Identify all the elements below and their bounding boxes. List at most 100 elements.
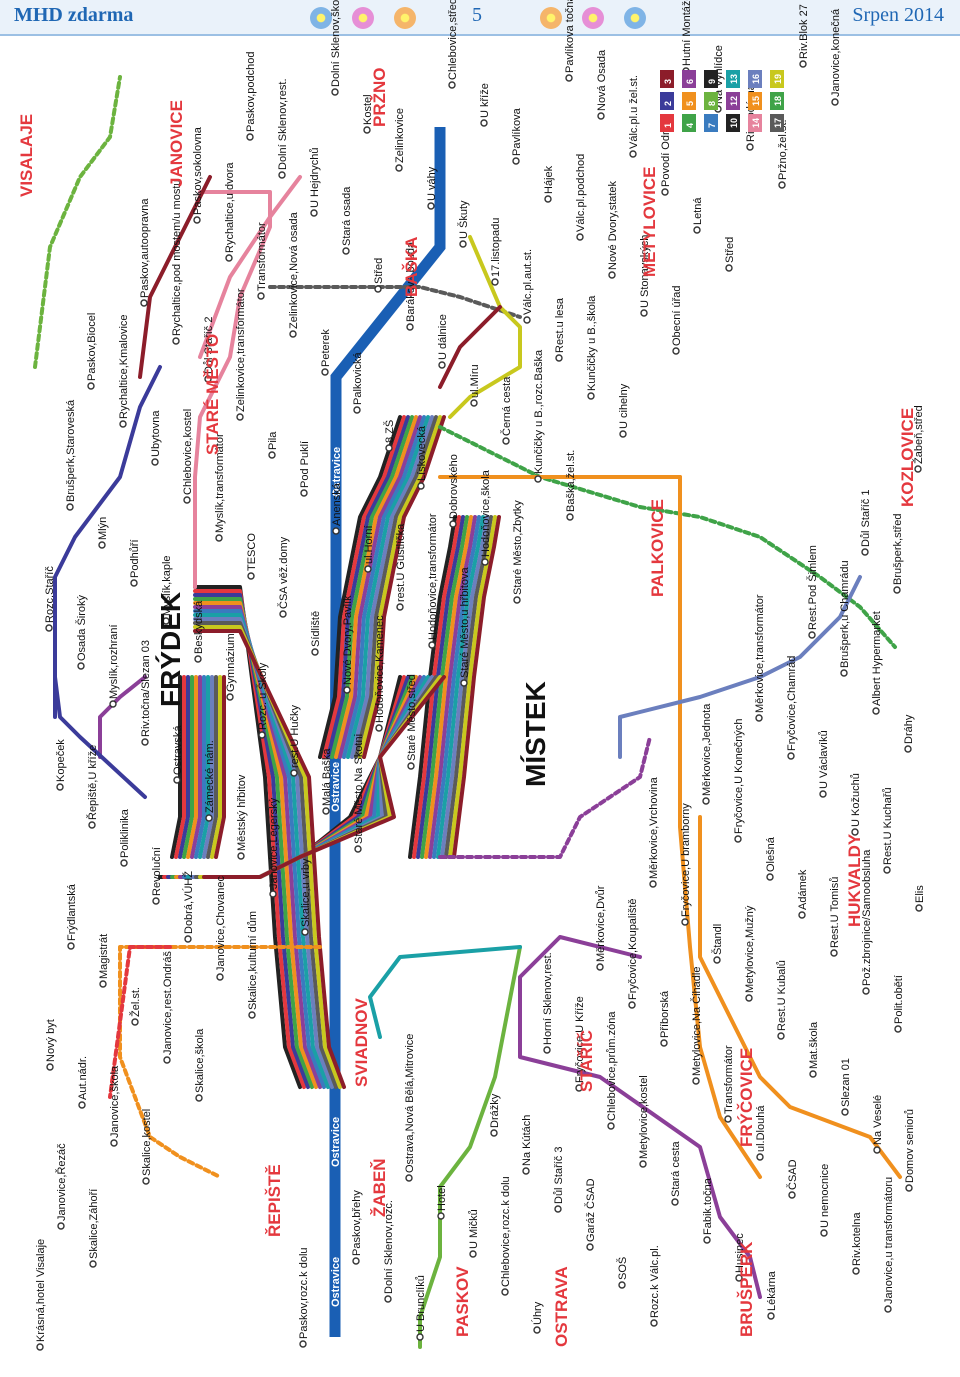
stop-label: Dolní Sklenov,rozc. xyxy=(383,1200,395,1294)
stop-marker xyxy=(608,271,616,279)
stop-marker xyxy=(884,1305,892,1313)
route-line xyxy=(193,190,272,589)
stop-label: Žabeň,střed xyxy=(912,405,925,464)
stop-marker xyxy=(501,1288,509,1296)
stop-label: Slezan 01 xyxy=(840,1058,852,1107)
stop-marker xyxy=(565,74,573,82)
stop-label: U Škuty xyxy=(457,200,470,239)
stop-label: U Stonavských xyxy=(639,235,651,308)
bus-network-map: Ostravice Ostravice Ostravice Ostravice … xyxy=(17,0,926,1351)
stop-marker xyxy=(914,465,922,473)
stop-marker xyxy=(852,1267,860,1275)
route-badge-number: 8 xyxy=(707,101,717,106)
river-label: Ostravice xyxy=(330,1117,342,1167)
stop-marker xyxy=(131,1018,139,1026)
stop-label: Válc.pl.podchod xyxy=(575,154,587,232)
stop-marker xyxy=(428,641,436,649)
stop-marker xyxy=(534,475,542,483)
stop-marker xyxy=(543,1046,551,1054)
stop-label: Fryčovice,Chamrád xyxy=(786,656,798,751)
area-label: BAŠKA xyxy=(402,237,421,297)
stop-label: Myslík,kaple xyxy=(161,555,173,616)
route-badge-number: 14 xyxy=(751,118,761,128)
stop-marker xyxy=(724,1115,732,1123)
route-line xyxy=(436,515,485,859)
route-badge xyxy=(770,70,784,88)
route-line xyxy=(326,415,410,759)
header-date: Srpen 2014 xyxy=(852,4,944,26)
route-line xyxy=(53,675,147,799)
stop-label: Černá cesta xyxy=(500,376,513,436)
stop-marker xyxy=(110,1139,118,1147)
stop-marker xyxy=(767,1312,775,1320)
stop-label: Nové Dvory,Pavlík xyxy=(342,595,354,685)
area-label: VISALAJE xyxy=(17,114,36,197)
stop-marker xyxy=(756,1153,764,1161)
stop-marker xyxy=(89,1260,97,1268)
stop-label: Skalice,kostel xyxy=(141,1109,153,1176)
stop-label: Válc.pl.aut.st. xyxy=(522,249,534,315)
stop-label: Metylovice,kostel xyxy=(638,1075,650,1159)
stop-marker xyxy=(819,790,827,798)
stop-marker xyxy=(36,1343,44,1351)
stop-label: Ostravská xyxy=(172,725,184,775)
stop-label: Na Kútách xyxy=(521,1115,533,1166)
route-badge-number: 1 xyxy=(663,123,673,128)
stop-label: ČSA věž.domy xyxy=(277,536,290,609)
route-line xyxy=(318,415,402,759)
stop-label: Elis xyxy=(914,885,926,903)
stop-marker xyxy=(671,1198,679,1206)
route-line xyxy=(438,305,502,389)
route-line xyxy=(53,365,162,719)
stop-marker xyxy=(840,669,848,677)
stop-marker xyxy=(427,202,435,210)
route-badge xyxy=(770,92,784,110)
stop-label: Osada Široký xyxy=(75,594,88,661)
stop-marker xyxy=(152,897,160,905)
stop-label: U Brunclíků xyxy=(415,1275,427,1332)
route-badge-number: 13 xyxy=(729,74,739,84)
stop-marker xyxy=(650,1319,658,1327)
stop-marker xyxy=(247,572,255,580)
route-badge-number: 16 xyxy=(751,74,761,84)
stop-marker xyxy=(437,1212,445,1220)
stop-label: Poliklinika xyxy=(119,808,131,858)
stop-marker xyxy=(618,1281,626,1289)
stop-marker xyxy=(692,1077,700,1085)
stop-marker xyxy=(353,406,361,414)
route-badge xyxy=(704,92,718,110)
route-badge xyxy=(660,70,674,88)
stop-label: Horní Sklenov,rest. xyxy=(542,952,554,1045)
stop-label: Dolní Sklenov,rest. xyxy=(277,78,289,170)
stop-label: Husinec xyxy=(734,1233,746,1273)
stop-label: Chlebovice,kostel xyxy=(182,409,194,495)
route-line xyxy=(210,675,222,859)
stop-marker xyxy=(130,579,138,587)
area-label: FRÝČOVICE xyxy=(737,1048,756,1147)
stop-marker xyxy=(331,88,339,96)
stop-marker xyxy=(502,437,510,445)
area-label: KOZLOVICE xyxy=(898,408,917,507)
stop-label: U nemocnice xyxy=(819,1164,831,1228)
route-line xyxy=(193,601,318,1089)
stop-marker xyxy=(734,835,742,843)
route-badge-number: 2 xyxy=(663,101,673,106)
stop-marker xyxy=(57,1222,65,1230)
stop-label: Janovice,Řezáč xyxy=(55,1143,68,1221)
stop-label: Riv.kotelna xyxy=(851,1212,863,1266)
route-line xyxy=(202,675,446,879)
stop-marker xyxy=(78,1101,86,1109)
route-line xyxy=(432,515,481,859)
stop-label: Pila xyxy=(267,431,279,450)
stop-marker xyxy=(649,880,657,888)
stop-label: Staré Město,střed xyxy=(406,674,418,761)
page-header: MHD zdarma 5 Srpen 2014 xyxy=(0,0,960,36)
route-line xyxy=(190,675,202,859)
route-line xyxy=(420,515,469,859)
stop-label: Kunčičky u B.,škola xyxy=(586,295,598,391)
route-line xyxy=(170,675,182,859)
stop-marker xyxy=(681,918,689,926)
route-badge xyxy=(704,114,718,132)
stop-marker xyxy=(416,1333,424,1341)
